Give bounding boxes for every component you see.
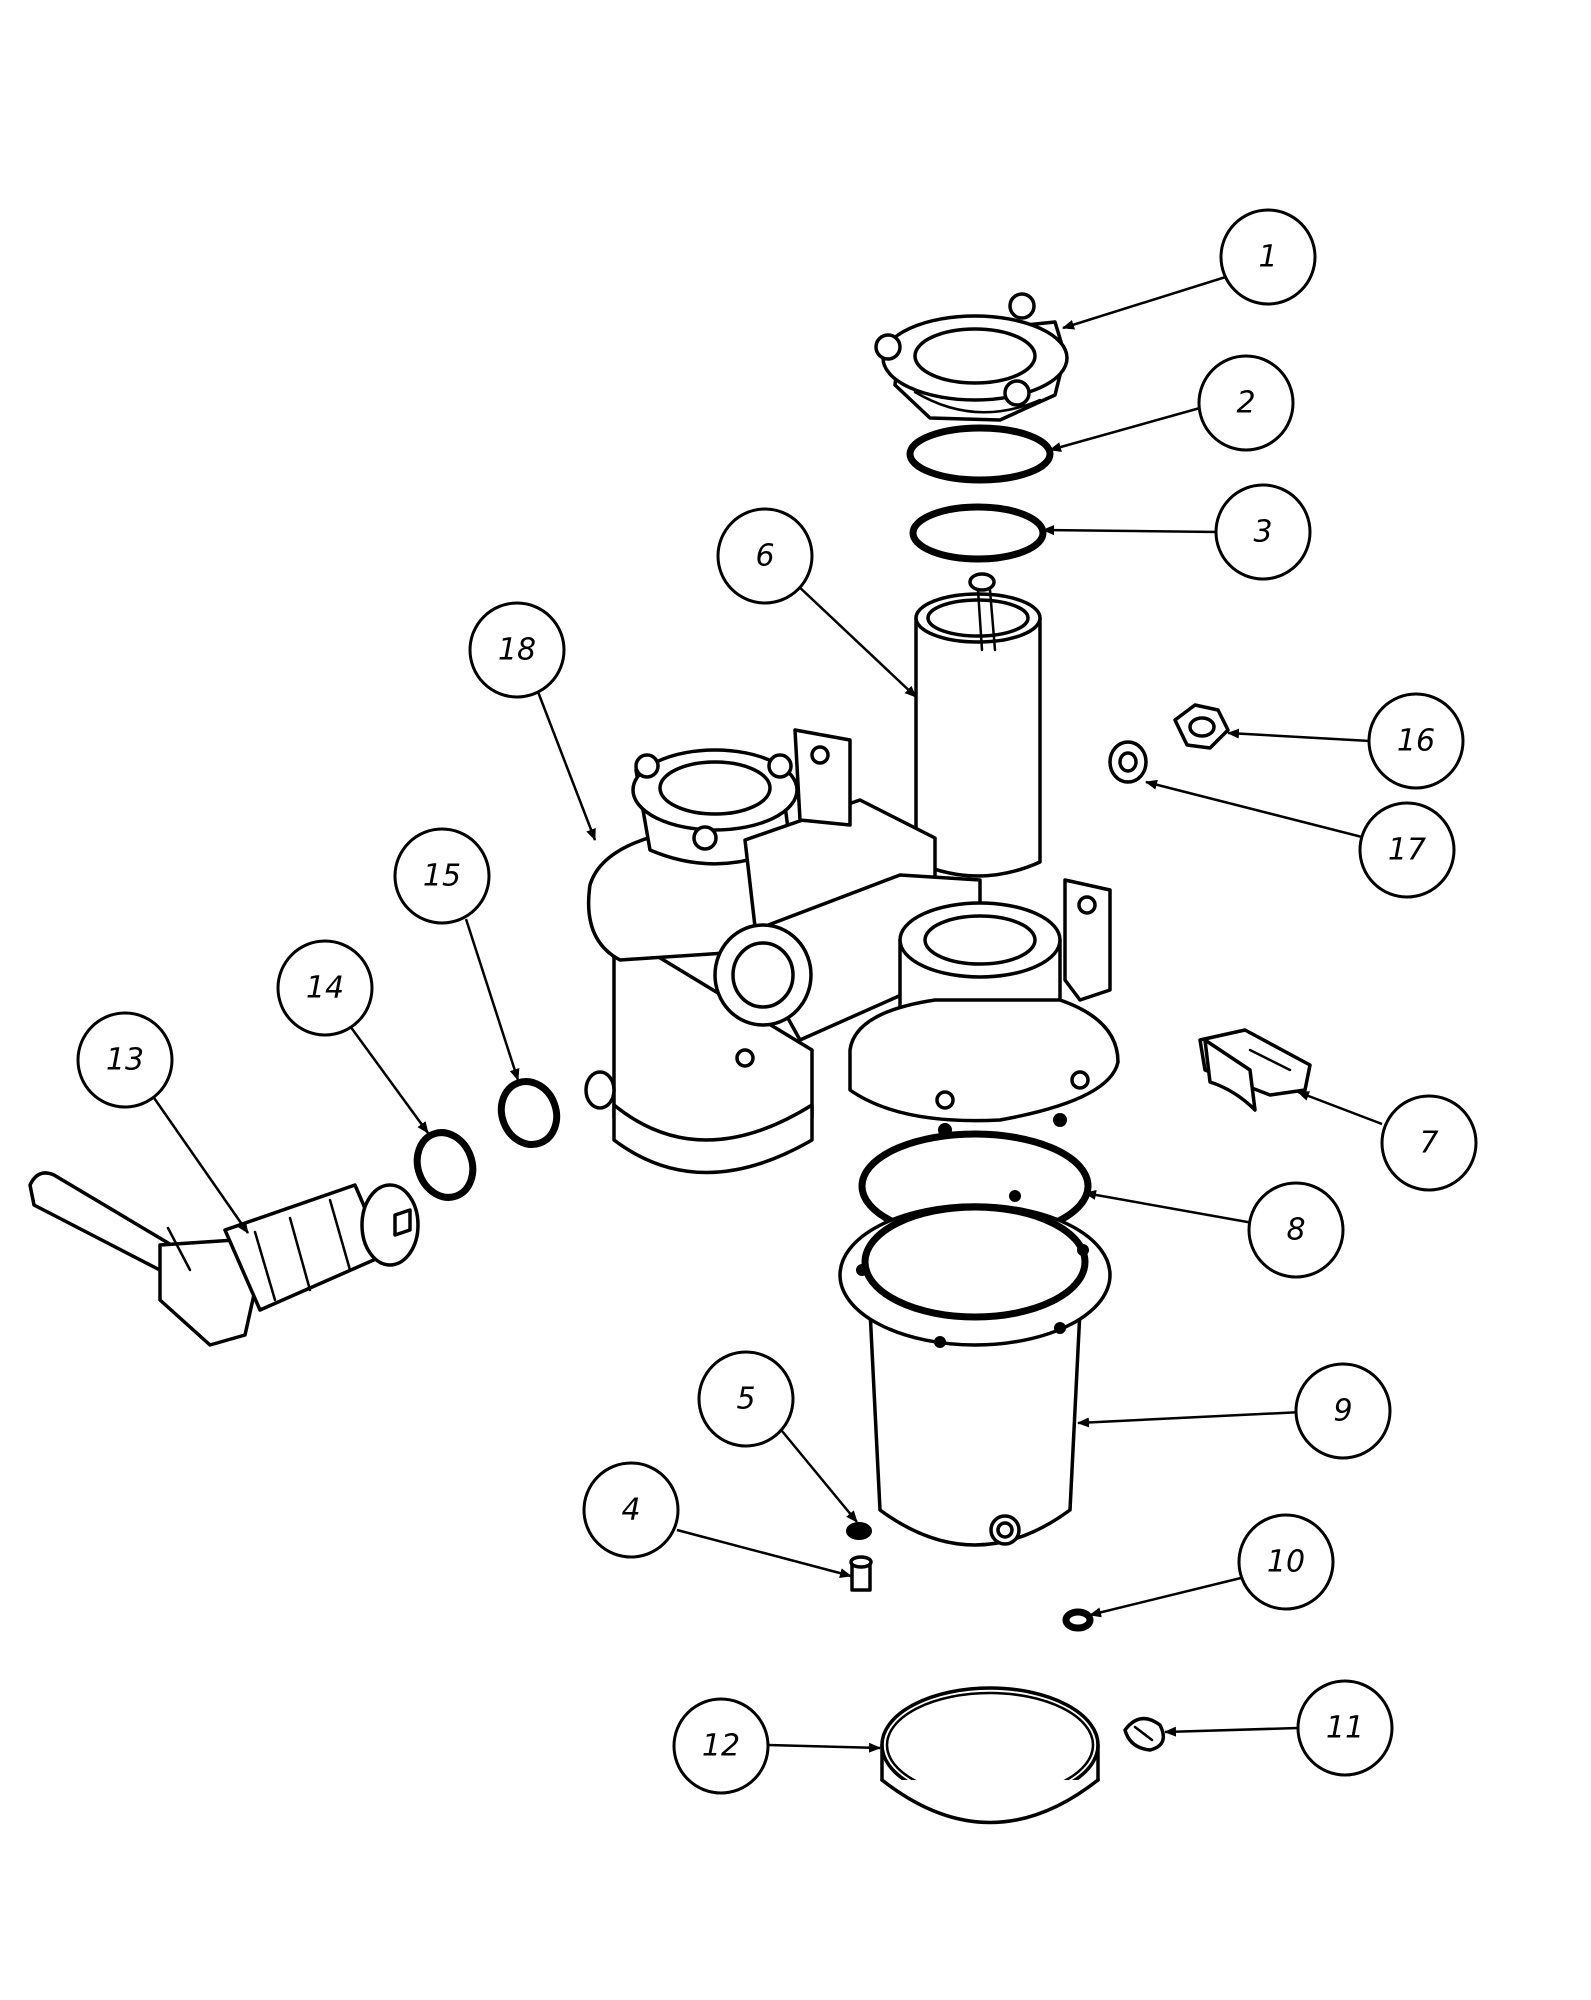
callout-14: 14 xyxy=(276,939,374,1037)
svg-text:3: 3 xyxy=(1253,515,1272,550)
svg-text:5: 5 xyxy=(736,1382,755,1417)
svg-text:2: 2 xyxy=(1236,386,1255,421)
callout-9: 9 xyxy=(1294,1362,1392,1460)
svg-text:8: 8 xyxy=(1286,1213,1305,1248)
leader-15 xyxy=(464,918,520,1081)
part-7-latch-clip xyxy=(1198,1028,1312,1112)
callout-17: 17 xyxy=(1358,801,1456,899)
svg-text:6: 6 xyxy=(755,539,774,574)
leader-17 xyxy=(1145,779,1363,839)
part-10-small-o-ring xyxy=(1062,1608,1094,1632)
callout-6: 6 xyxy=(716,507,814,605)
callout-5: 5 xyxy=(697,1350,795,1448)
callout-16: 16 xyxy=(1367,692,1465,790)
leader-9 xyxy=(1077,1410,1303,1428)
leader-5 xyxy=(781,1430,858,1523)
callout-12: 12 xyxy=(672,1697,770,1795)
callout-4: 4 xyxy=(582,1461,680,1559)
leader-8 xyxy=(1084,1190,1254,1225)
part-6-strainer-tube xyxy=(914,572,1042,878)
part-12-band-ring xyxy=(880,1686,1100,1825)
part-3-o-ring xyxy=(909,503,1047,563)
svg-text:12: 12 xyxy=(702,1729,740,1764)
leader-1 xyxy=(1062,273,1233,330)
part-18-valve-body xyxy=(584,728,1120,1175)
leader-14 xyxy=(348,1025,430,1134)
leader-6 xyxy=(794,582,917,698)
callout-11: 11 xyxy=(1296,1679,1394,1777)
svg-text:15: 15 xyxy=(423,859,461,894)
svg-text:9: 9 xyxy=(1333,1394,1352,1429)
leader-3 xyxy=(1042,525,1219,536)
svg-text:4: 4 xyxy=(621,1493,640,1528)
part-13-handle-valve xyxy=(28,1171,420,1347)
svg-text:13: 13 xyxy=(106,1043,144,1078)
svg-text:17: 17 xyxy=(1388,833,1426,868)
part-1-top-cap xyxy=(874,292,1069,422)
part-14-o-ring xyxy=(413,1129,477,1201)
leader-4 xyxy=(676,1528,852,1579)
leader-10 xyxy=(1089,1575,1246,1618)
part-11-clip xyxy=(1123,1716,1166,1752)
part-5-small-washer xyxy=(846,1522,872,1540)
svg-text:14: 14 xyxy=(306,971,344,1006)
callout-10: 10 xyxy=(1237,1513,1335,1611)
callout-15: 15 xyxy=(393,827,491,925)
part-17-washer xyxy=(1108,740,1148,784)
part-9-bowl xyxy=(838,1190,1112,1547)
callout-2: 2 xyxy=(1197,354,1295,452)
leader-12 xyxy=(767,1742,881,1753)
svg-text:16: 16 xyxy=(1397,724,1435,759)
callout-18: 18 xyxy=(468,601,566,699)
leader-7 xyxy=(1297,1090,1383,1126)
part-15-o-ring xyxy=(497,1078,561,1148)
svg-text:7: 7 xyxy=(1419,1126,1438,1161)
svg-text:11: 11 xyxy=(1326,1711,1364,1746)
callout-3: 3 xyxy=(1214,483,1312,581)
callout-7: 7 xyxy=(1380,1094,1478,1192)
svg-text:1: 1 xyxy=(1258,240,1277,275)
leader-16 xyxy=(1227,728,1371,743)
part-4-screw xyxy=(849,1555,873,1592)
svg-text:18: 18 xyxy=(498,633,536,668)
leader-11 xyxy=(1164,1726,1299,1737)
leader-13 xyxy=(150,1094,250,1234)
part-16-hex-nut xyxy=(1173,703,1230,750)
callout-8: 8 xyxy=(1247,1181,1345,1279)
leader-18 xyxy=(533,683,597,841)
callout-1: 1 xyxy=(1219,208,1317,306)
leader-2 xyxy=(1049,406,1201,452)
callout-13: 13 xyxy=(76,1011,174,1109)
part-2-o-ring xyxy=(906,424,1054,484)
svg-text:10: 10 xyxy=(1267,1545,1305,1580)
